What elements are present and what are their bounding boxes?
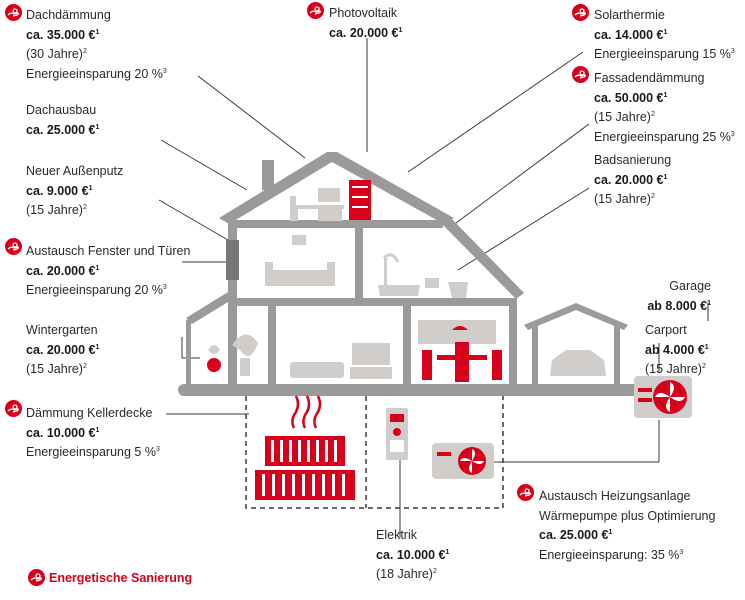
- electric-cabinet: [386, 408, 408, 460]
- label-aussenputz: Neuer Außenputz ca. 9.000 €1 (15 Jahre)2: [26, 164, 124, 217]
- hand-coin-icon: [572, 66, 589, 83]
- label-dachdaemmung: Dachdämmung ca. 35.000 €1 (30 Jahre)2 En…: [26, 8, 167, 81]
- label-fenster: Austausch Fenster und Türen ca. 20.000 €…: [26, 244, 191, 297]
- hand-coin-icon: [517, 484, 534, 501]
- hand-coin-icon: [5, 400, 22, 417]
- label-kellerdecke: Dämmung Kellerdecke ca. 10.000 €1 Energi…: [26, 406, 160, 459]
- legend-label: Energetische Sanierung: [49, 571, 193, 585]
- hand-coin-icon: [5, 238, 22, 255]
- house-structure: [178, 152, 640, 396]
- label-solarthermie: Solarthermie ca. 14.000 €1 Energieeinspa…: [594, 8, 735, 61]
- outdoor-heat-pump: [634, 376, 692, 418]
- hand-coin-icon: [307, 2, 324, 19]
- label-elektrik: Elektrik ca. 10.000 €1 (18 Jahre)2: [376, 528, 450, 581]
- label-wintergarten: Wintergarten ca. 20.000 €1 (15 Jahre)2: [26, 323, 100, 376]
- furniture: [208, 188, 606, 379]
- hand-coin-icon: [28, 569, 45, 586]
- label-bad: Badsanierung ca. 20.000 €1 (15 Jahre)2: [594, 153, 672, 206]
- label-fassade: Fassadendämmung ca. 50.000 €1 (15 Jahre)…: [594, 71, 735, 144]
- label-garage: Garage ab 8.000 €1: [647, 279, 711, 313]
- label-dachausbau: Dachausbau ca. 25.000 €1: [26, 103, 100, 137]
- label-carport: Carport ab 4.000 €1 (15 Jahre)2: [645, 323, 709, 376]
- leader-lines: [158, 38, 709, 537]
- label-heizung: Austausch Heizungsanlage Wärmepumpe plus…: [539, 489, 716, 562]
- label-photovoltaik: Photovoltaik ca. 20.000 €1: [329, 6, 403, 40]
- heat-pump-unit: [432, 443, 494, 479]
- basement-outline: [245, 396, 504, 509]
- hand-coin-icon: [5, 4, 22, 21]
- hand-coin-icon: [572, 4, 589, 21]
